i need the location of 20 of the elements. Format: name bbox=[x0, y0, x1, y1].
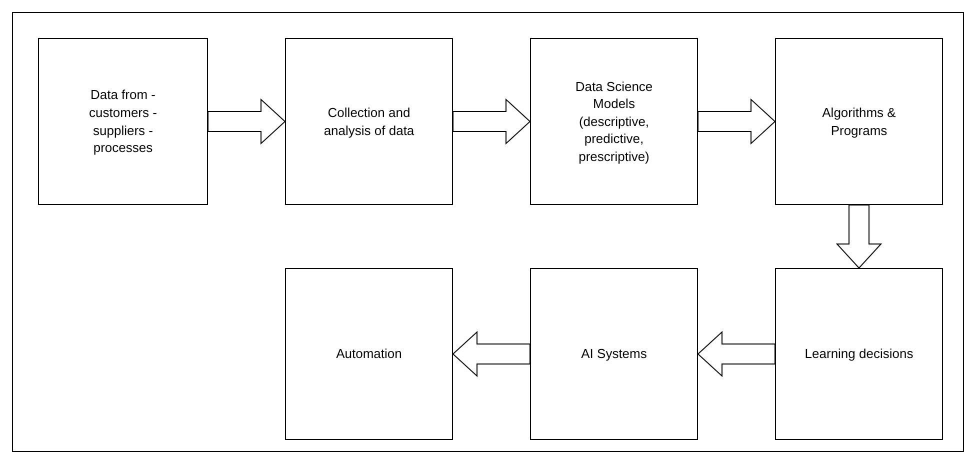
box-label: Automation bbox=[336, 345, 402, 363]
block-arrow bbox=[836, 204, 882, 269]
process-box bbox=[38, 38, 208, 205]
block-arrow bbox=[208, 98, 286, 145]
box-label: Data from -customers -suppliers -processes bbox=[88, 86, 158, 157]
block-arrow bbox=[698, 98, 776, 145]
box-label: Algorithms & Programs bbox=[821, 104, 897, 140]
process-box bbox=[775, 38, 943, 205]
box-label: Collection and analysis of data bbox=[322, 104, 416, 140]
process-box bbox=[775, 268, 943, 440]
process-box bbox=[530, 268, 698, 440]
block-arrow bbox=[452, 98, 531, 145]
process-box bbox=[285, 38, 453, 205]
process-box bbox=[530, 38, 698, 205]
block-arrow bbox=[452, 330, 530, 378]
block-arrow bbox=[697, 330, 776, 378]
box-label: AI Systems bbox=[581, 345, 647, 363]
process-box bbox=[285, 268, 453, 440]
box-label: Learning decisions bbox=[804, 345, 914, 363]
box-label: Data Science Models (descriptive, predictive, prescriptive) bbox=[574, 78, 654, 166]
